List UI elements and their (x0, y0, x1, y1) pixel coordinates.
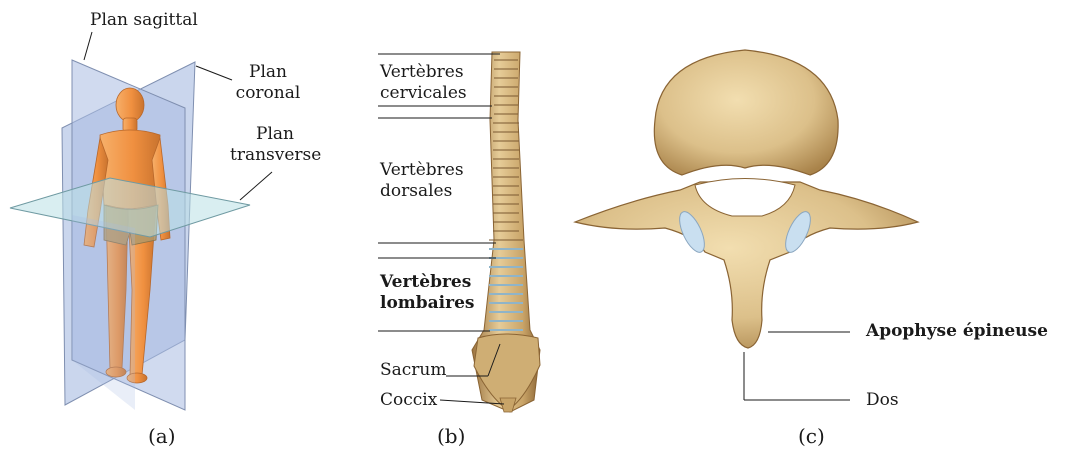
label-transverse-plane: Plan transverse (230, 124, 320, 166)
label-spinous-process: Apophyse épineuse (866, 321, 1048, 342)
label-sagittal-plane: Plan sagittal (90, 10, 198, 31)
caption-c: (c) (798, 424, 825, 448)
caption-b: (b) (437, 424, 465, 448)
label-dorsal-vertebrae: Vertèbres dorsales (380, 160, 464, 202)
label-cervical-vertebrae: Vertèbres cervicales (380, 62, 467, 104)
vertebral-body (654, 50, 838, 175)
label-lumbar-vertebrae: Vertèbres lombaires (380, 272, 475, 314)
label-back: Dos (866, 390, 899, 411)
label-coronal-plane: Plan coronal (226, 62, 310, 104)
panel-c-vertebra (575, 50, 918, 400)
label-coccyx: Coccix (380, 390, 437, 411)
panel-b-spine (378, 52, 540, 412)
caption-a: (a) (148, 424, 176, 448)
label-sacrum: Sacrum (380, 360, 447, 381)
